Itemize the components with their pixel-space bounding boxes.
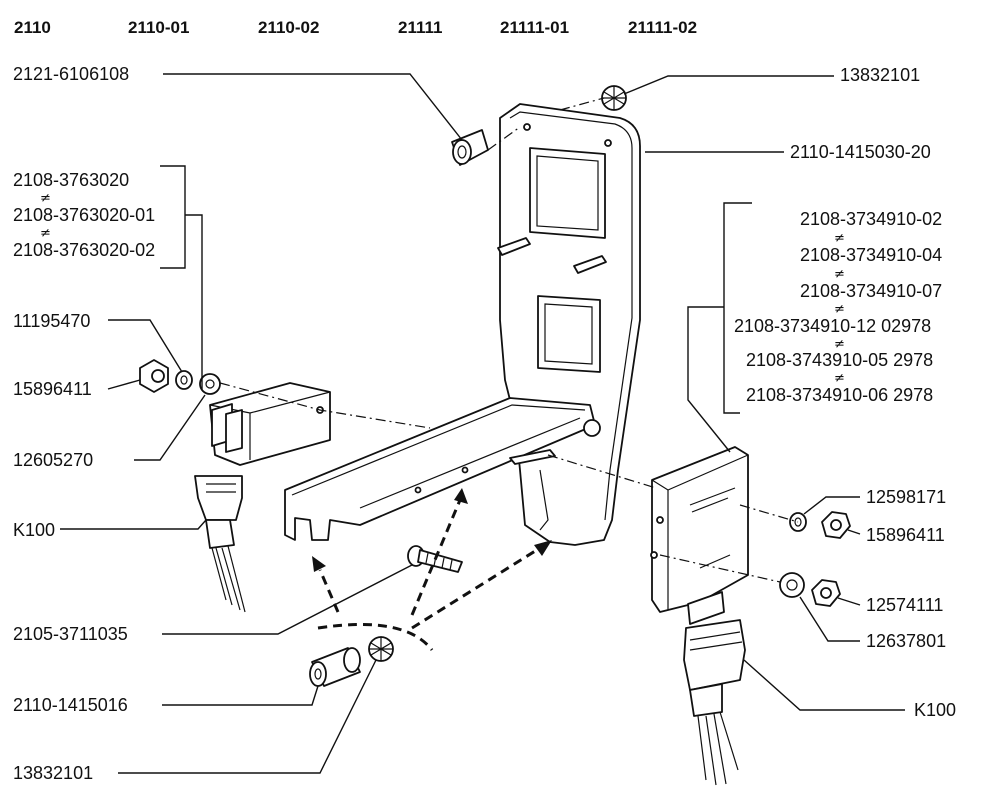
model-label: 21111-01 — [500, 18, 569, 37]
label-ecu-2: 2108-3734910-04 — [800, 245, 942, 265]
label-harness-right: K100 — [914, 700, 956, 720]
not-equal-symbol: ≠ — [834, 302, 845, 317]
alignment-lines — [219, 97, 799, 583]
model-label: 2110 — [14, 18, 51, 37]
label-nut-right-top: 15896411 — [866, 525, 945, 545]
label-ecu-4: 2108-3734910-12 02978 — [734, 316, 931, 336]
bushing-drawing — [309, 647, 361, 687]
ecu-drawing — [650, 446, 749, 625]
lower-bracket-drawing — [284, 397, 601, 541]
label-washer-right: 12637801 — [866, 631, 946, 651]
part-labels: 2121-6106108 13832101 2110-1415030-20 21… — [13, 64, 956, 783]
label-clip-top: 13832101 — [840, 65, 920, 85]
label-ecu-3: 2108-3734910-07 — [800, 281, 942, 301]
label-clip-bottom: 13832101 — [13, 763, 93, 783]
relay-drawing — [209, 382, 331, 466]
leader-lines — [60, 73, 905, 774]
not-equal-symbol: ≠ — [40, 191, 51, 206]
right-harness-drawing — [683, 619, 746, 786]
model-label: 2110-01 — [128, 18, 189, 37]
label-spring-washer-left: 11195470 — [13, 311, 90, 331]
model-label: 21111-02 — [628, 18, 697, 37]
label-nut-right-bottom: 12574111 — [866, 595, 943, 615]
not-equal-symbol: ≠ — [834, 231, 845, 246]
label-ecu-1: 2108-3734910-02 — [800, 209, 942, 229]
not-equal-symbol: ≠ — [834, 337, 845, 352]
clip-top-drawing — [601, 85, 627, 111]
label-main-bracket: 2110-1415030-20 — [790, 142, 931, 162]
main-bracket-drawing — [497, 103, 641, 546]
not-equal-symbol: ≠ — [834, 371, 845, 386]
label-relay-1: 2108-3763020 — [13, 170, 129, 190]
label-washer-left: 12605270 — [13, 450, 93, 470]
model-label: 21111 — [398, 18, 442, 37]
label-bolt: 2105-3711035 — [13, 624, 128, 644]
model-label: 2110-02 — [258, 18, 319, 37]
label-bushing: 2110-1415016 — [13, 695, 128, 715]
model-header: 2110 2110-01 2110-02 21111 21111-01 2111… — [14, 18, 697, 37]
label-ecu-5: 2108-3743910-05 2978 — [746, 350, 933, 370]
label-relay-3: 2108-3763020-02 — [13, 240, 155, 260]
left-harness-drawing — [194, 475, 246, 613]
assembly-arrows — [312, 488, 552, 651]
label-ecu-6: 2108-3734910-06 2978 — [746, 385, 933, 405]
label-spring-washer-right: 12598171 — [866, 487, 946, 507]
label-relay-2: 2108-3763020-01 — [13, 205, 155, 225]
right-fasteners-drawing — [779, 511, 851, 607]
label-nut-left: 15896411 — [13, 379, 92, 399]
not-equal-symbol: ≠ — [834, 267, 845, 282]
not-equal-symbol: ≠ — [40, 226, 51, 241]
bolt-drawing — [407, 545, 463, 573]
label-bracket-spacer: 2121-6106108 — [13, 64, 129, 84]
left-fasteners-drawing — [139, 359, 221, 395]
clip-bottom-drawing — [368, 636, 394, 662]
label-harness-left: K100 — [13, 520, 55, 540]
